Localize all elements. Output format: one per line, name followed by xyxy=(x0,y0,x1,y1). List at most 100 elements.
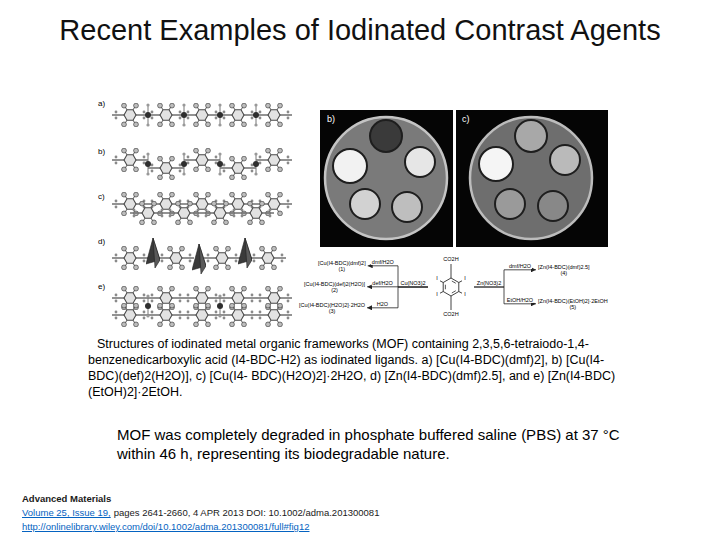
ligand xyxy=(256,286,292,310)
ligand xyxy=(112,286,148,310)
note-text: MOF was completely degraded in phosphate… xyxy=(117,426,622,464)
formula-text: [Cu(I4-BDC)(H2O)2]·2H2O xyxy=(299,302,365,308)
substituent-bond xyxy=(440,292,443,294)
sample-well xyxy=(538,191,568,221)
slide-title: Recent Examples of Iodinated Contrast Ag… xyxy=(59,14,660,47)
ligand xyxy=(184,103,220,127)
reaction-arrow xyxy=(367,287,428,308)
condition-label: def/H2O xyxy=(371,280,393,286)
product-formula: [Cu(I4-BDC)(H2O)2]·2H2O(3) xyxy=(297,301,367,316)
benzene-ring xyxy=(443,278,459,296)
metal-node xyxy=(145,294,151,317)
ligand-molecule: CO2HIIIICO2H xyxy=(428,254,474,320)
condition-label: EtOH/H2O xyxy=(506,297,534,303)
atom-label: I xyxy=(464,292,466,298)
ligand xyxy=(220,303,256,327)
phantom-disk xyxy=(325,117,447,239)
compound-number: (3) xyxy=(299,308,365,314)
reaction-arrow xyxy=(368,266,428,287)
formula-text: [Zn(I4-BDC)(EtOH)2]·2EtOH xyxy=(538,298,608,304)
panel-letter: c) xyxy=(98,192,105,201)
reference-url: http://onlinelibrary.wiley.com/doi/10.10… xyxy=(22,521,309,532)
substituent-bond xyxy=(451,264,452,278)
sample-well xyxy=(333,149,367,183)
atom-label: CO2H xyxy=(443,312,458,318)
molecule-drawing xyxy=(428,254,474,320)
compound-number: (4) xyxy=(538,270,590,276)
ligand xyxy=(256,303,292,327)
ligand xyxy=(158,246,194,270)
sample-well xyxy=(350,189,380,219)
metal-node xyxy=(253,103,259,126)
product-formula: [Zn(I4-BDC)(EtOH)2]·2EtOH(5) xyxy=(536,297,610,312)
formula-text: [Cu(I4-BDC)(def)2(H2O)] xyxy=(304,281,365,287)
ligand xyxy=(220,103,256,127)
substituent-bond xyxy=(440,281,443,283)
double-bond xyxy=(452,291,456,293)
ligand xyxy=(112,148,148,172)
ligand xyxy=(184,148,220,172)
product-formula: [Cu(I4-BDC)(def)2(H2O)](2) xyxy=(302,280,367,295)
metal-node xyxy=(217,294,223,317)
metal-polyhedron xyxy=(238,238,252,268)
figure-caption: Structures of iodinated metal organic fr… xyxy=(88,336,616,400)
substituent-bond xyxy=(451,296,452,310)
compound-number: (2) xyxy=(304,287,365,293)
atom-label: I xyxy=(436,276,438,282)
atom-label: I xyxy=(436,292,438,298)
sample-well xyxy=(550,145,580,175)
panel-letter: c) xyxy=(462,114,470,124)
metal-node xyxy=(181,103,187,126)
condition-label: H2O xyxy=(376,301,389,307)
panel-letter: b) xyxy=(98,147,105,156)
double-bond xyxy=(445,285,446,290)
sample-well xyxy=(479,147,513,181)
sample-well xyxy=(370,120,402,152)
crystal-structure-e xyxy=(112,286,292,327)
journal-name: Advanced Materials xyxy=(22,493,111,504)
ct-phantom-image-b xyxy=(320,110,453,247)
ligand xyxy=(256,103,292,127)
ligand xyxy=(166,201,202,225)
ligand xyxy=(220,156,256,180)
image-ground xyxy=(320,110,453,247)
panel-letter: e) xyxy=(98,282,105,291)
ligand xyxy=(148,156,184,180)
ligand xyxy=(238,201,274,225)
metal-node xyxy=(217,152,223,175)
metal-node xyxy=(145,103,151,126)
sample-well xyxy=(515,120,547,152)
substituent-bond xyxy=(459,292,462,294)
panel-letter: a) xyxy=(98,99,105,108)
panel-letter: d) xyxy=(98,237,105,246)
ligand xyxy=(148,286,184,310)
ligand xyxy=(130,201,166,225)
crystal-structure-a xyxy=(112,103,292,127)
metal-node xyxy=(145,152,151,175)
substituent-bond xyxy=(459,281,462,283)
ligand xyxy=(112,246,148,270)
crystal-structure-b xyxy=(112,148,292,180)
image-ground xyxy=(456,110,608,247)
crystal-structure-c xyxy=(112,192,292,225)
double-bond xyxy=(452,281,456,283)
atom-label: I xyxy=(464,276,466,282)
product-formula: [Zn(I4-BDC)(dmf)2.5](4) xyxy=(536,263,592,278)
reaction-arrow xyxy=(474,287,536,304)
ligand xyxy=(112,303,148,327)
ligand xyxy=(202,201,238,225)
ligand xyxy=(184,303,220,327)
metal-polyhedron xyxy=(192,244,206,274)
ligand xyxy=(112,103,148,127)
formula-text: [Zn(I4-BDC)(dmf)2.5] xyxy=(538,264,590,270)
reference-text: pages 2641-2660, 4 APR 2013 DOI: 10.1002… xyxy=(114,507,380,518)
panel-letter: b) xyxy=(327,114,335,124)
metal-node xyxy=(181,152,187,175)
ligand xyxy=(256,148,292,172)
reaction-arrow xyxy=(474,270,536,287)
ct-phantom-image-c xyxy=(456,110,608,247)
crystal-structure-d xyxy=(112,238,286,274)
ligand xyxy=(148,303,184,327)
metal-polyhedron xyxy=(146,238,160,268)
reagent-label: Zn(NO3)2 xyxy=(476,280,502,286)
